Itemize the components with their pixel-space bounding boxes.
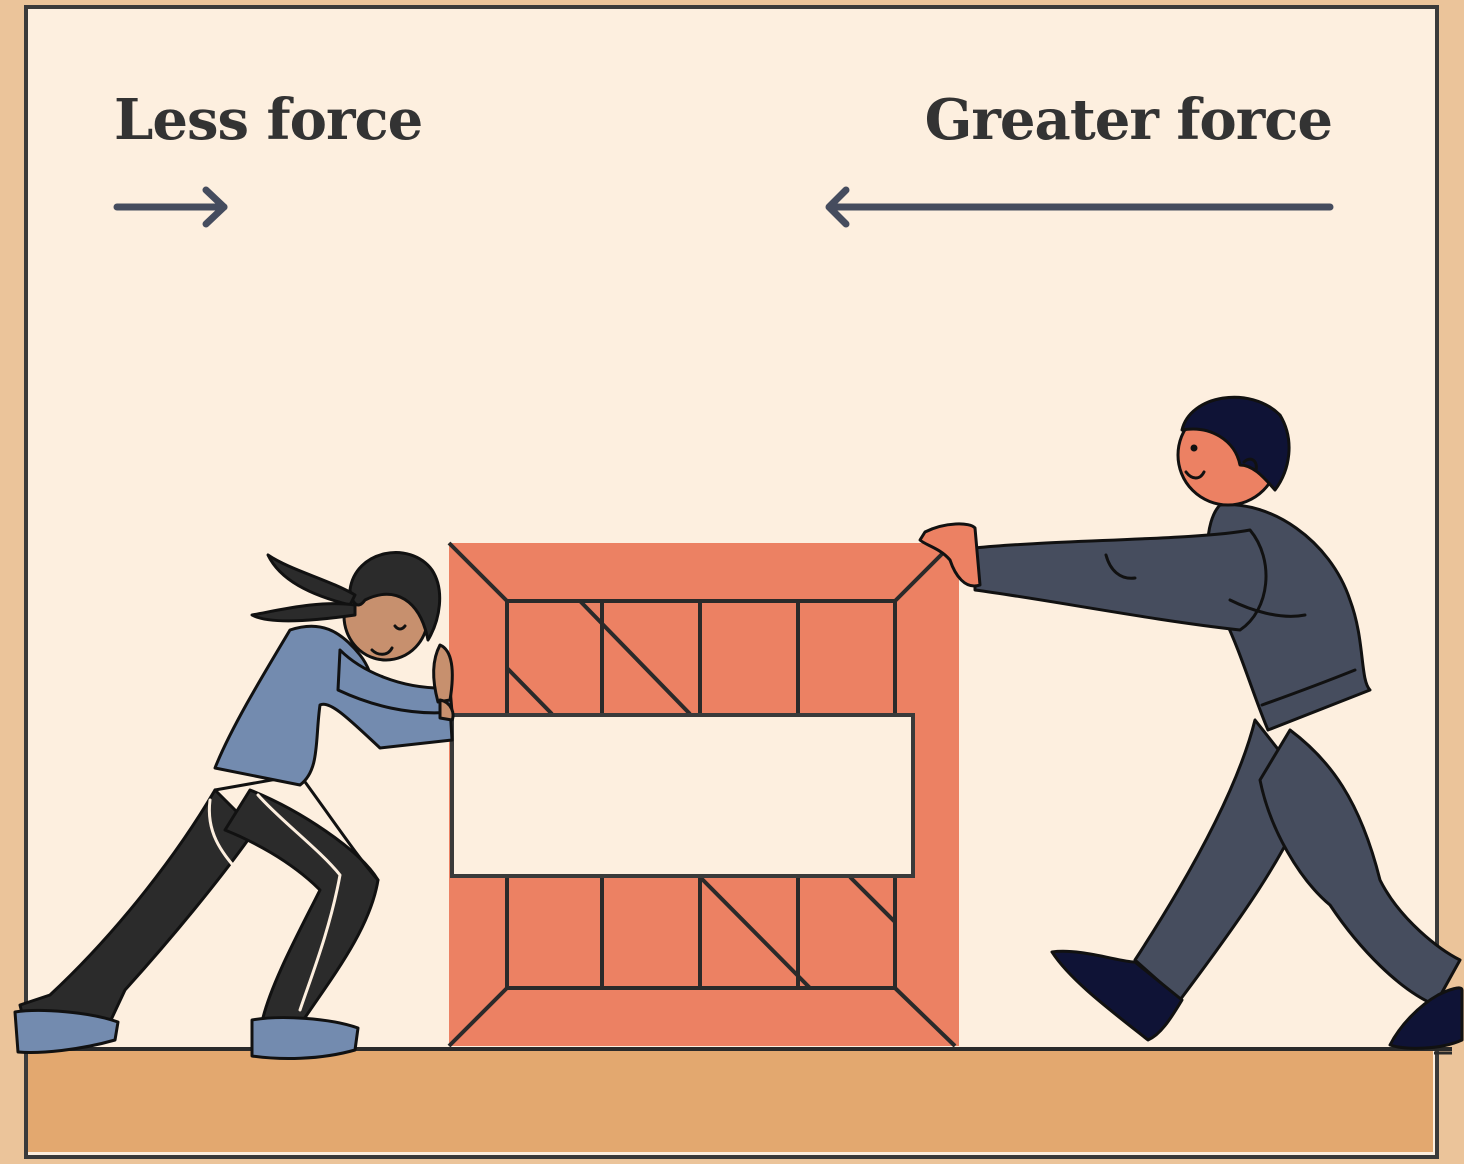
greater-force-label: Greater force: [925, 92, 1332, 148]
floor: [28, 1049, 1433, 1152]
less-force-label: Less force: [114, 92, 422, 148]
crate: [449, 543, 959, 1046]
